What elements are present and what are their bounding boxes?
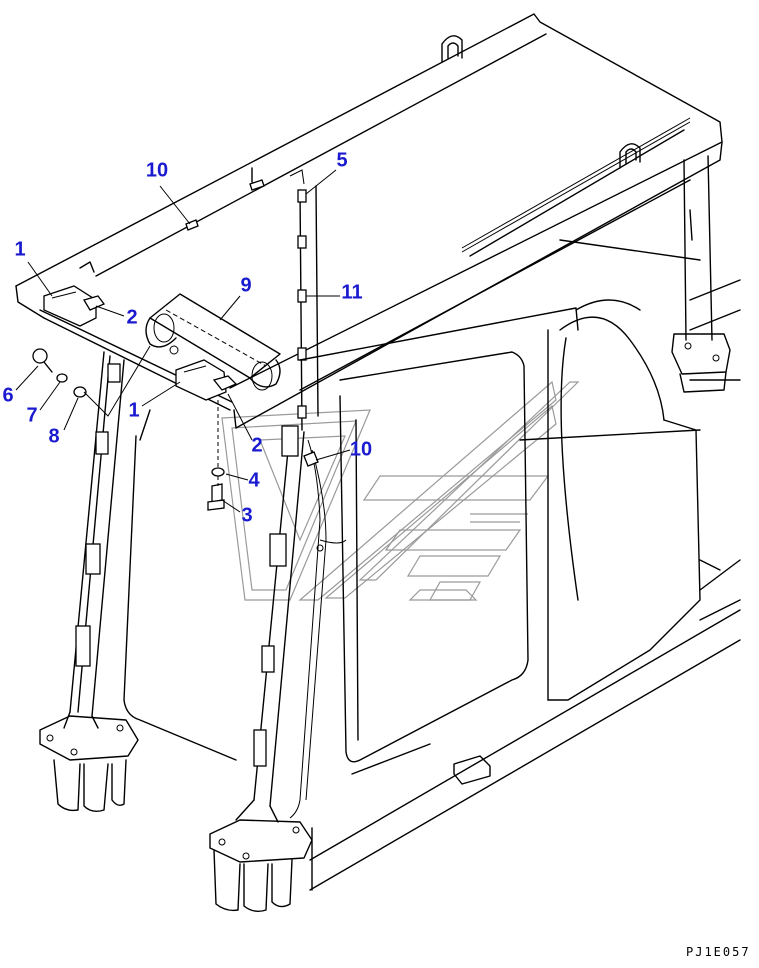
loose-hardware [32,348,319,511]
post-clip-2 [95,431,109,455]
callout-c10b: 10 [350,438,372,460]
leader-lines [15,169,351,513]
callout-c1b: 1 [128,399,139,421]
callout-c6: 6 [2,384,13,406]
callout-c9: 9 [240,274,251,296]
post-clip-3 [85,543,101,575]
plate-2-left [83,295,106,311]
callout-c10a: 10 [146,159,168,181]
post-clip-r1 [281,425,299,457]
callout-c2b: 2 [251,434,262,456]
rear-right-post [671,155,731,393]
clip-10-post [303,451,319,467]
callout-c3: 3 [241,504,252,526]
clip-10-roof [185,219,199,231]
bolt-6 [32,348,48,364]
washer-8 [73,386,87,398]
bolt-3 [211,483,223,503]
clip-5-5 [297,405,307,419]
front-right-post [209,185,347,913]
callout-c11: 11 [341,281,362,303]
cab-roof [15,13,723,429]
front-left-post [39,351,139,813]
drawing-code: PJ1E057 [686,945,751,959]
post-clip-r2 [269,533,287,567]
washer-7 [56,373,68,383]
clip-5-3 [297,289,307,303]
plate-2-right [212,375,238,391]
clip-5-1 [297,189,307,203]
callout-c5: 5 [336,149,347,171]
clip-roof-2 [249,179,265,191]
callout-labels: 1 2 10 5 9 11 678 1 2 10 4 3 [2,149,372,526]
callout-c7: 7 [26,404,37,426]
callout-c2a: 2 [126,306,137,328]
washer-4 [211,467,225,477]
bracket-1-left [43,285,97,327]
cab-body [123,239,741,891]
post-clip-r4 [253,729,267,767]
post-clip-4 [75,625,91,667]
callout-c8: 8 [48,425,59,447]
callout-c4: 4 [248,469,260,491]
watermark-logo [221,380,580,601]
clip-5-4 [297,347,307,361]
bracket-1-right [175,359,227,401]
roof-front-parts [43,167,305,401]
clip-5-2 [297,235,307,249]
post-clip-1 [107,363,121,383]
callout-c1a: 1 [14,238,25,260]
post-clip-r3 [261,645,275,673]
